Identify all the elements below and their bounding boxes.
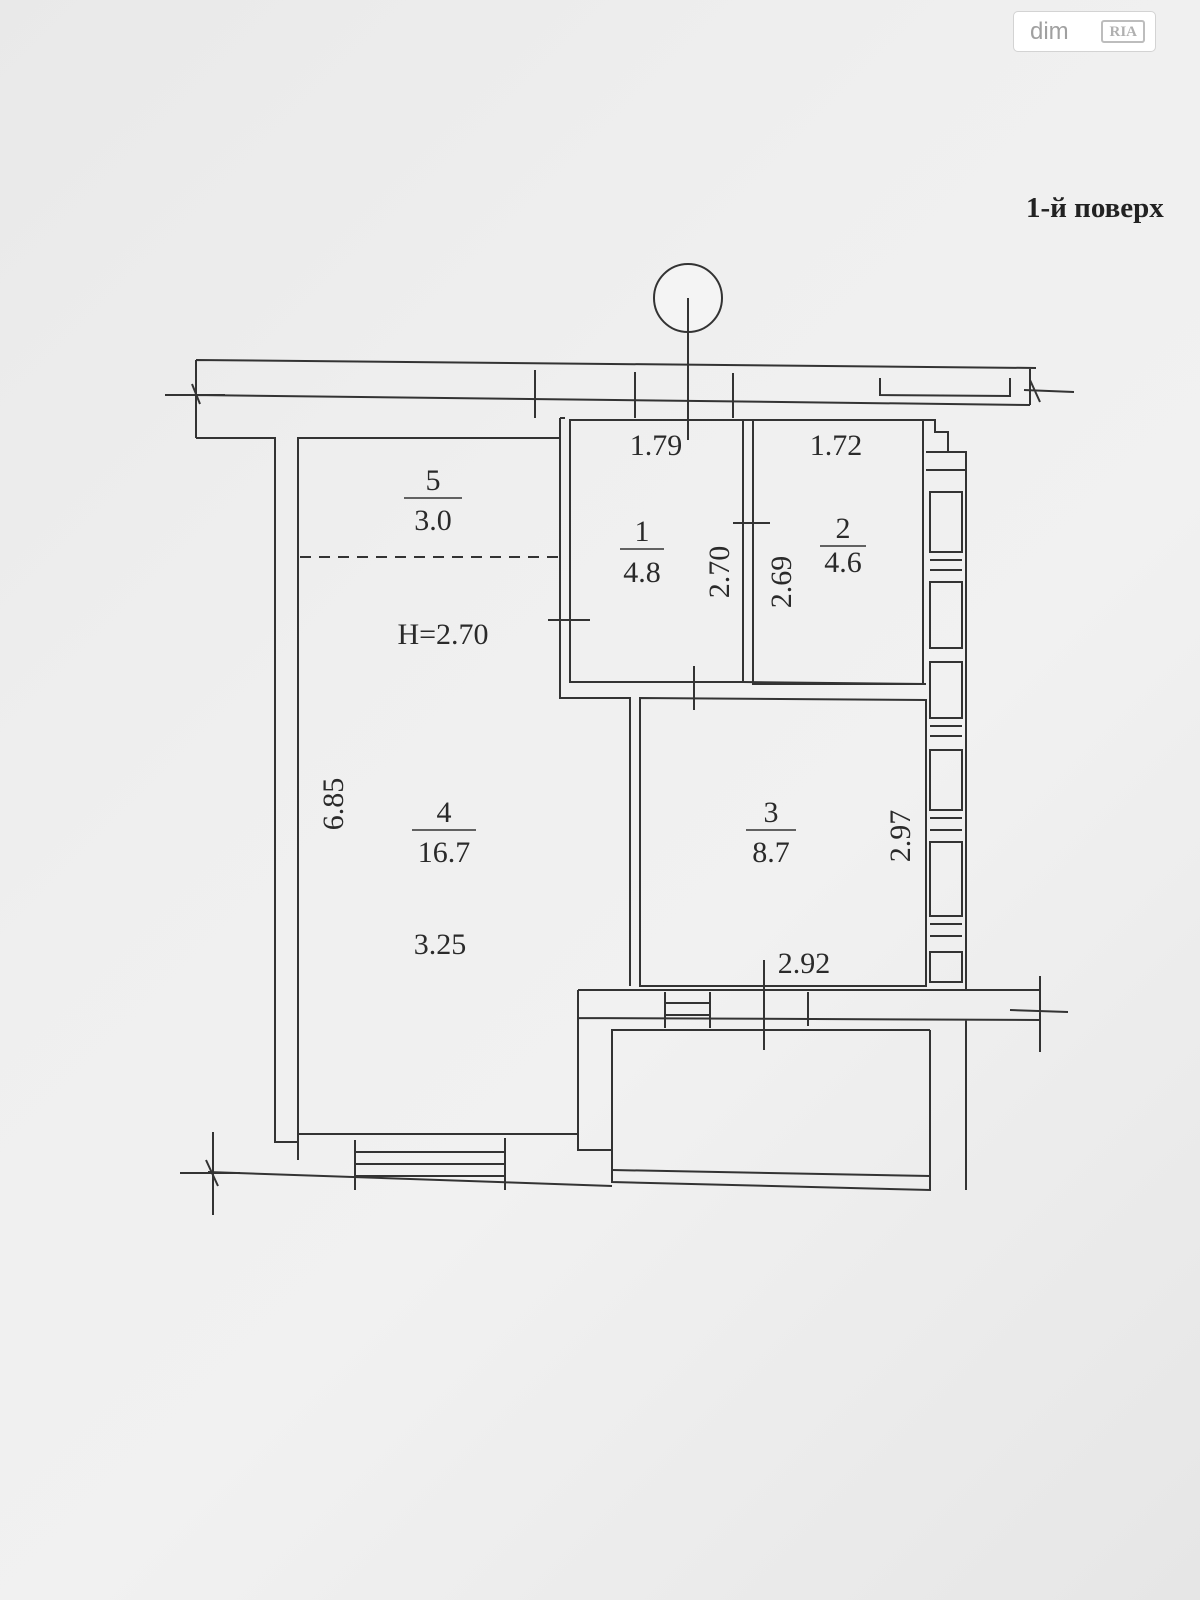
room-5-area: 3.0 bbox=[414, 504, 452, 537]
wall-bottom-right bbox=[298, 989, 1041, 1192]
wall-bottom-left bbox=[207, 1134, 613, 1190]
dim-room3-width: 2.92 bbox=[778, 947, 831, 980]
wall-top bbox=[195, 359, 1037, 1143]
floor-label: 1-й поверх bbox=[1026, 192, 1164, 224]
room-3-number: 3 bbox=[764, 796, 779, 829]
break-mark-left-top bbox=[165, 383, 225, 405]
dim-room2-width: 1.72 bbox=[810, 429, 863, 462]
room-2-number: 2 bbox=[836, 512, 851, 545]
dim-room1-depth: 2.70 bbox=[703, 546, 736, 599]
dim-ria-logo[interactable]: dim RIA bbox=[1013, 11, 1156, 52]
room-1-outline bbox=[569, 419, 744, 683]
logo-text: dim bbox=[1030, 17, 1069, 45]
room-4-area: 16.7 bbox=[418, 836, 471, 869]
dim-room4-length: 6.85 bbox=[317, 778, 350, 831]
dim-room4-width: 3.25 bbox=[414, 928, 467, 961]
break-mark-right-bottom bbox=[1009, 976, 1069, 1052]
room-2-area: 4.6 bbox=[824, 546, 862, 579]
ceiling-height: H=2.70 bbox=[397, 618, 488, 651]
dim-room2-depth: 2.69 bbox=[765, 556, 798, 609]
room-3-outline bbox=[639, 696, 927, 987]
room-1-number: 1 bbox=[635, 515, 650, 548]
dim-room1-width: 1.79 bbox=[630, 429, 683, 462]
room-5-number: 5 bbox=[426, 464, 441, 497]
room-3-area: 8.7 bbox=[752, 836, 790, 869]
wall-right bbox=[926, 451, 967, 990]
logo-badge: RIA bbox=[1101, 20, 1145, 43]
break-mark-right-top bbox=[1023, 379, 1075, 403]
window-right bbox=[929, 491, 963, 983]
dim-room3-length: 2.97 bbox=[884, 810, 917, 863]
room-1-area: 4.8 bbox=[623, 556, 661, 589]
room-4-number: 4 bbox=[437, 796, 452, 829]
